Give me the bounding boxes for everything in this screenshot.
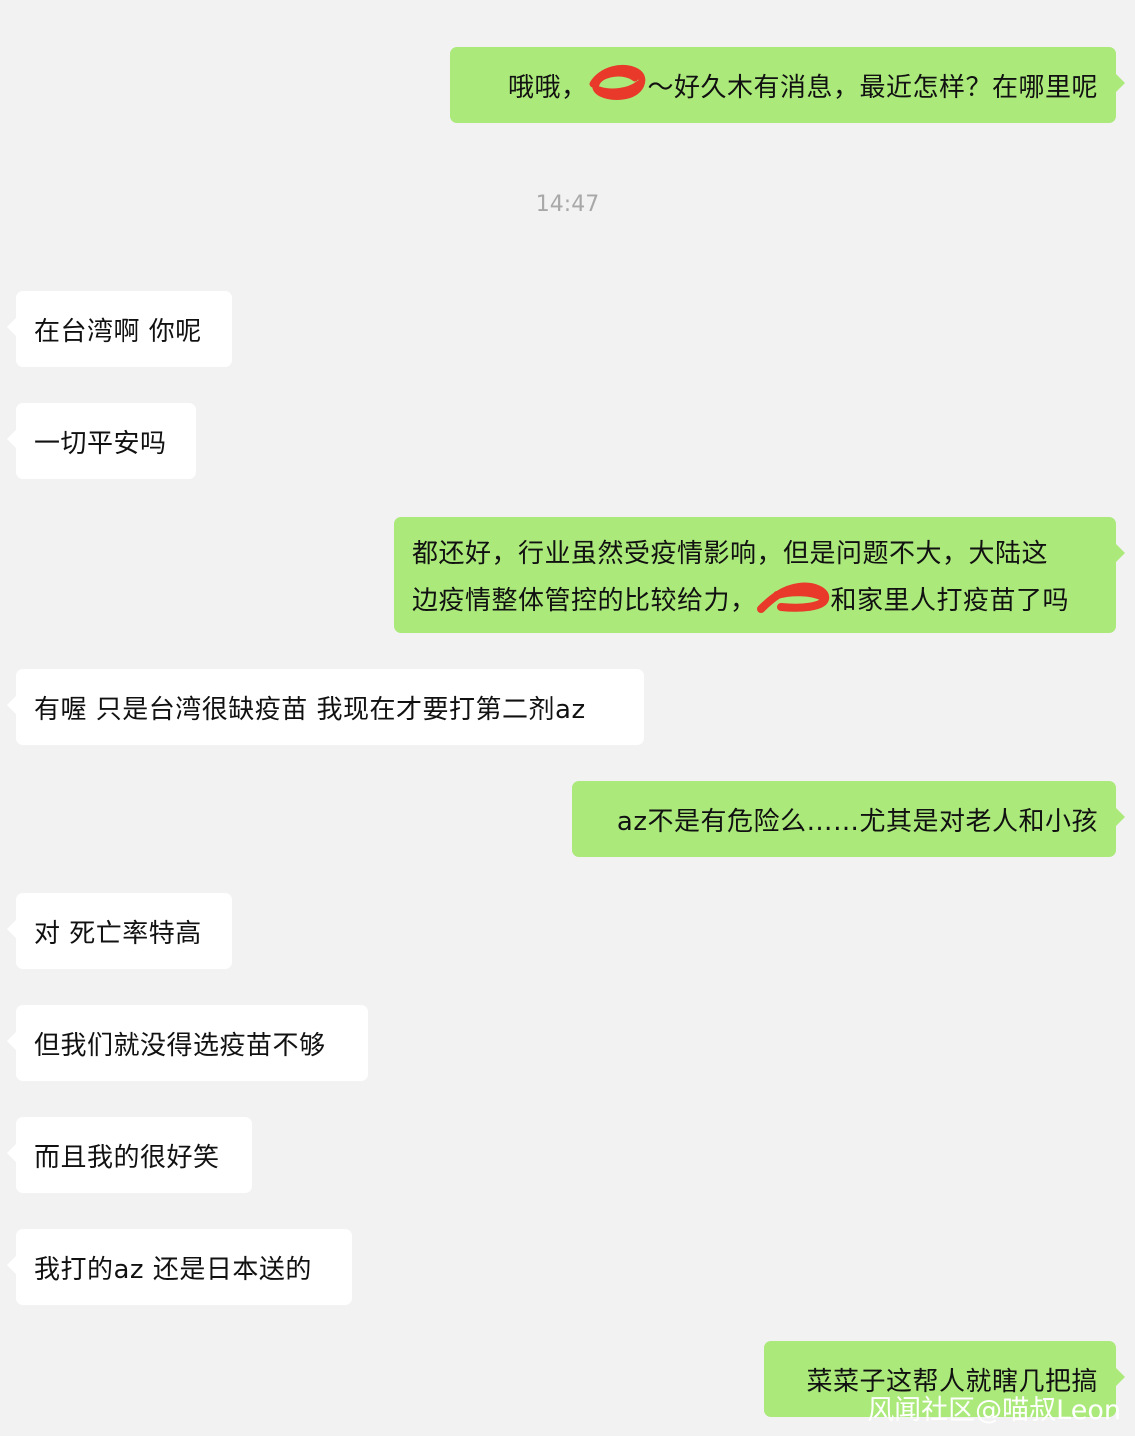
message-text: 边疫情整体管控的比较给力， xyxy=(412,586,757,616)
message-text: 但我们就没得选疫苗不够 xyxy=(34,1030,326,1061)
message-sent[interactable]: 菜菜子这帮人就瞎几把搞 xyxy=(764,1341,1125,1417)
message-received[interactable]: 对 死亡率特高 xyxy=(7,893,232,969)
message-text: 和家里人打疫苗了吗 xyxy=(830,586,1070,616)
message-sent[interactable]: az不是有危险么……尤其是对老人和小孩 xyxy=(572,781,1125,857)
message-text: ～好久木有消息，最近怎样？在哪里呢 xyxy=(647,72,1098,103)
message-text: 在台湾啊 你呢 xyxy=(34,316,202,347)
redaction-scribble-icon xyxy=(587,60,647,111)
message-text: 我打的az 还是日本送的 xyxy=(34,1254,312,1285)
message-received[interactable]: 有喔 只是台湾很缺疫苗 我现在才要打第二剂az xyxy=(7,669,644,745)
message-text: 一切平安吗 xyxy=(34,428,167,459)
message-text: 而且我的很好笑 xyxy=(34,1142,220,1173)
message-received[interactable]: 在台湾啊 你呢 xyxy=(7,291,232,367)
message-text: 对 死亡率特高 xyxy=(34,918,202,949)
message-text: 菜菜子这帮人就瞎几把搞 xyxy=(806,1366,1098,1397)
watermark: 风闻社区@喵叔Leon xyxy=(867,1395,1121,1426)
message-text-line: 边疫情整体管控的比较给力， 和家里人打疫苗了吗 xyxy=(412,575,1098,628)
message-received[interactable]: 而且我的很好笑 xyxy=(7,1117,252,1193)
timestamp: 14:47 xyxy=(535,192,600,217)
message-sent[interactable]: 都还好，行业虽然受疫情影响，但是问题不大，大陆这 边疫情整体管控的比较给力， 和家… xyxy=(394,517,1125,633)
message-sent[interactable]: 哦哦， ～好久木有消息，最近怎样？在哪里呢 xyxy=(450,47,1125,123)
message-received[interactable]: 但我们就没得选疫苗不够 xyxy=(7,1005,368,1081)
message-text-line: 都还好，行业虽然受疫情影响，但是问题不大，大陆这 xyxy=(412,539,1049,569)
message-text: 有喔 只是台湾很缺疫苗 我现在才要打第二剂az xyxy=(34,694,586,725)
redaction-scribble-icon xyxy=(756,575,831,628)
message-text: 哦哦， xyxy=(507,72,588,103)
message-received[interactable]: 我打的az 还是日本送的 xyxy=(7,1229,352,1305)
message-text: az不是有危险么……尤其是对老人和小孩 xyxy=(616,806,1098,837)
message-received[interactable]: 一切平安吗 xyxy=(7,403,196,479)
